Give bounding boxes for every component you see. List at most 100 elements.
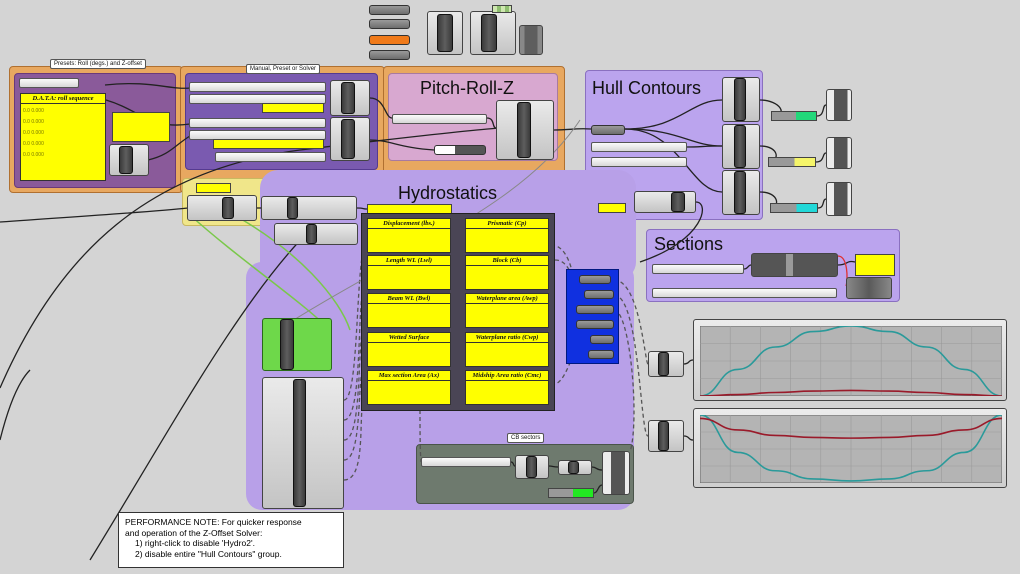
hydro-panel[interactable]: Waterplane area (Awp) [465,293,549,328]
pitch-slider[interactable] [392,114,487,124]
hydro-panel-title: Length WL (Lwl) [368,256,450,266]
blue-param-5[interactable] [590,335,614,344]
hydro-panel[interactable]: Length WL (Lwl) [367,255,451,290]
presets-output-panel[interactable] [112,112,170,142]
graph-2-plot [700,415,1002,483]
strip-component-2-core[interactable] [287,197,298,219]
top-component-a-core[interactable] [437,14,453,52]
hull-component-1-core[interactable] [734,78,746,121]
strip-component-3-core[interactable] [306,224,317,244]
green-toggle-core[interactable] [280,319,294,370]
blue-param-1[interactable] [579,275,611,284]
blue-param-3[interactable] [576,305,614,314]
top-component-c[interactable] [519,25,543,55]
cb-component-1-core[interactable] [526,456,537,478]
green-toggle-component[interactable] [262,318,332,371]
colour-swatch-green[interactable] [771,111,817,121]
hydro-panel[interactable]: Midship Area ratio (Cmc) [465,370,549,405]
data-row: 0.0 0.000 [23,152,44,158]
hull-preview-2[interactable] [826,137,852,169]
wire [0,207,189,223]
graph-input-2-core[interactable] [658,421,669,451]
hydro-panel-title: Prismatic (Cp) [466,219,548,229]
manual-slider-3[interactable] [189,118,326,128]
hull-component-3-core[interactable] [734,171,746,214]
note-line-2: and operation of the Z-Offset Solver: [125,527,263,538]
hull-preview-3[interactable] [826,182,852,216]
top-param-1[interactable] [369,5,410,15]
hydro-panel[interactable]: Displacement (lbs.) [367,218,451,253]
blue-param-2[interactable] [584,290,614,299]
sections-output[interactable] [846,277,892,299]
hull-component-2-core[interactable] [734,125,746,168]
manual-slider-5[interactable] [215,152,326,162]
strip-yellow[interactable] [196,183,231,193]
colour-swatch-cyan[interactable] [770,203,818,213]
graph-input-1-core[interactable] [658,352,669,376]
hydro-panel[interactable]: Wetted Surface [367,332,451,367]
strip-component-2[interactable] [261,196,357,220]
sections-slider-2[interactable] [652,288,837,298]
pitch-roll-z-title: Pitch-Roll-Z [420,78,515,98]
manual-tag: Manual, Preset or Solver [246,64,321,74]
hull-component-4[interactable] [634,191,696,213]
graph-1-plot [700,326,1002,396]
top-component-b-core[interactable] [481,14,497,52]
strip-component-1-core[interactable] [222,197,234,219]
manual-component-2-core[interactable] [341,119,355,159]
manual-slider-1[interactable] [189,82,326,92]
hydro-panel[interactable]: Waterplane ratio (Cwp) [465,332,549,367]
hydro-panel[interactable]: Block (Cb) [465,255,549,290]
pitch-roll-z-core[interactable] [517,102,531,158]
hull-component-4-core[interactable] [671,192,685,212]
cb-slider[interactable] [421,457,511,467]
hydro-panel[interactable]: Max section Area (Ax) [367,370,451,405]
top-param-2[interactable] [369,19,410,29]
pitch-toggle[interactable] [434,145,486,155]
performance-note: PERFORMANCE NOTE: For quicker response a… [118,512,344,568]
hull-yellow[interactable] [598,203,626,213]
sections-yellow[interactable] [855,254,895,276]
cb-output-component[interactable] [602,451,630,495]
data-row: 0.0 0.000 [23,141,44,147]
graph-mapper-1[interactable] [693,319,1007,401]
large-list-core[interactable] [293,379,306,507]
graph-mapper-2[interactable] [693,408,1007,488]
colour-swatch-yellow[interactable] [768,157,816,167]
manual-slider-2[interactable] [189,94,326,104]
presets-component-core[interactable] [119,146,133,174]
presets-tag: Presets: Roll (degs.) and Z-offset [50,59,146,69]
hydro-panel[interactable]: Prismatic (Cp) [465,218,549,253]
data-row: 0.0 0.000 [23,108,44,114]
manual-yellow-1[interactable] [262,103,324,113]
cb-component-2-core[interactable] [568,461,579,474]
cb-green-swatch[interactable] [548,488,594,498]
wire [0,369,31,441]
hull-param-1[interactable] [591,125,625,135]
hydro-panel-title: Midship Area ratio (Cmc) [466,371,548,381]
sections-slider-1[interactable] [652,264,744,274]
blue-param-4[interactable] [576,320,614,329]
data-panel-title: D.A.T.A: roll sequence [21,94,105,104]
hull-slider-1[interactable] [591,142,687,152]
hull-preview-1[interactable] [826,89,852,121]
top-param-4[interactable] [369,50,410,60]
hydro-panel-title: Wetted Surface [368,333,450,343]
hydro-panel-title: Beam WL (Bwl) [368,294,450,304]
wire [817,198,827,209]
cb-sectors-tag: CB sectors [507,433,545,443]
manual-yellow-2[interactable] [213,139,324,149]
top-checker-swatch[interactable] [492,5,512,13]
blue-param-6[interactable] [588,350,614,359]
sections-component[interactable] [751,253,838,277]
hull-slider-2[interactable] [591,157,687,167]
top-param-3[interactable] [369,35,410,45]
sections-title: Sections [654,234,724,254]
hydro-panel-title: Displacement (lbs.) [368,219,450,229]
manual-component-1-core[interactable] [341,82,355,114]
data-roll-sequence-panel[interactable]: D.A.T.A: roll sequence 0.0 0.000 0.0 0.0… [20,93,106,181]
wire [683,359,694,365]
presets-slider[interactable] [19,78,79,88]
wire [683,435,694,441]
hydro-panel[interactable]: Beam WL (Bwl) [367,293,451,328]
